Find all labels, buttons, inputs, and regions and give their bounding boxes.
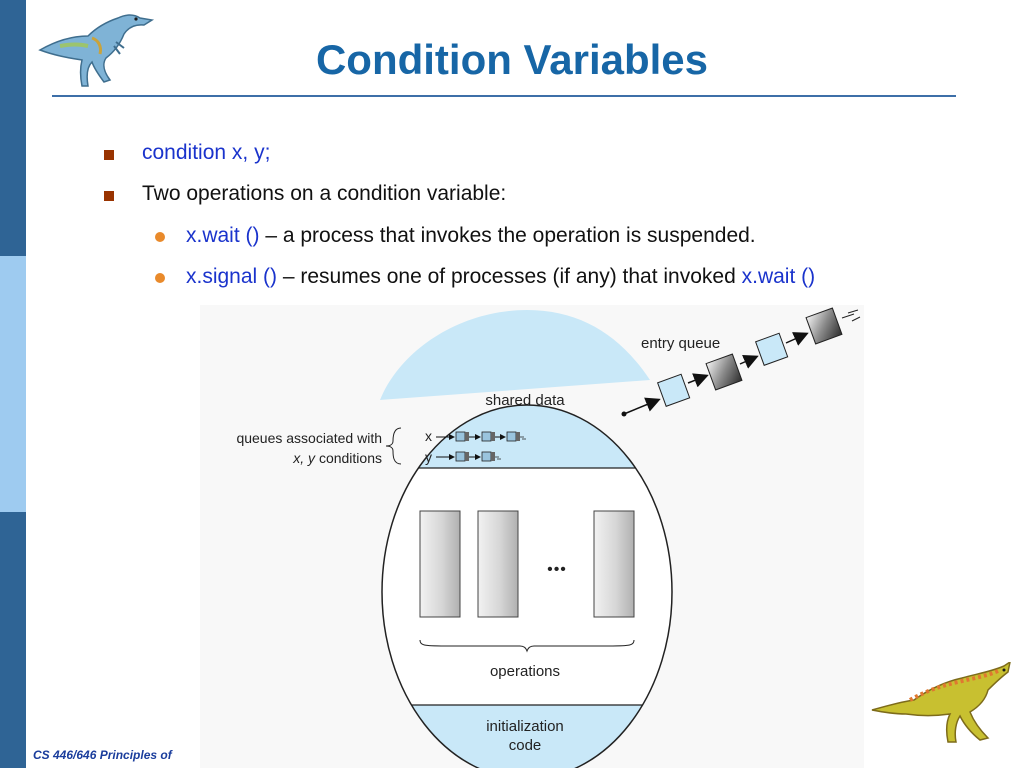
condition-queue-y: y bbox=[425, 449, 501, 465]
sub-bullet-wait: x.wait () – a process that invokes the o… bbox=[155, 224, 756, 248]
entry-queue-item bbox=[656, 373, 691, 407]
square-bullet-icon bbox=[104, 150, 114, 160]
footer-course-title: CS 446/646 Principles of bbox=[33, 748, 172, 762]
sub-bullet-signal: x.signal () – resumes one of processes (… bbox=[155, 265, 816, 289]
condition-queue-x: x bbox=[425, 428, 526, 444]
bullet-two-operations: Two operations on a condition variable: bbox=[104, 182, 507, 206]
operations-brace bbox=[419, 639, 635, 653]
sub-bullet-code-trailing: x.wait () bbox=[741, 265, 816, 288]
sub-bullet-text: – a process that invokes the operation i… bbox=[259, 224, 756, 247]
entry-queue bbox=[621, 307, 861, 417]
operation-box bbox=[477, 510, 519, 618]
bullet-code: condition x, y; bbox=[142, 141, 271, 164]
shared-data-label: shared data bbox=[485, 392, 565, 409]
y-queue-label: y bbox=[425, 449, 432, 465]
sidebar-segment-top bbox=[0, 0, 26, 256]
operation-box bbox=[593, 510, 635, 618]
operation-box bbox=[419, 510, 461, 618]
entry-queue-item bbox=[754, 332, 789, 366]
operations-ellipsis: ••• bbox=[547, 561, 567, 578]
entry-queue-item bbox=[705, 353, 743, 391]
queues-label-line2: x, y conditions bbox=[292, 450, 382, 466]
sidebar-segment-bottom bbox=[0, 512, 26, 768]
initialization-label-line1: initialization bbox=[486, 718, 564, 735]
entry-queue-item bbox=[805, 307, 843, 345]
dinosaur-top-left-icon bbox=[38, 14, 155, 87]
round-bullet-icon bbox=[155, 273, 165, 283]
sub-bullet-code: x.signal () bbox=[186, 265, 278, 288]
initialization-label-line2: code bbox=[509, 737, 542, 754]
bullet-text: Two operations on a condition variable: bbox=[142, 182, 507, 205]
round-bullet-icon bbox=[155, 232, 165, 242]
entry-queue-label: entry queue bbox=[641, 335, 720, 352]
sidebar-segment-middle bbox=[0, 256, 26, 512]
x-queue-label: x bbox=[425, 428, 432, 444]
page-title: Condition Variables bbox=[315, 36, 709, 83]
sub-bullet-code: x.wait () bbox=[186, 224, 260, 247]
bullet-condition-declaration: condition x, y; bbox=[104, 141, 271, 165]
left-sidebar bbox=[0, 0, 26, 768]
square-bullet-icon bbox=[104, 191, 114, 201]
queues-brace bbox=[385, 427, 402, 465]
title-underline bbox=[52, 95, 956, 97]
sub-bullet-text: – resumes one of processes (if any) that… bbox=[277, 265, 742, 288]
queues-label-line1: queues associated with bbox=[236, 430, 382, 446]
dinosaur-bottom-right-icon bbox=[871, 662, 1011, 743]
operations-label: operations bbox=[490, 663, 560, 680]
monitor-diagram: shared data x y queues associated with x… bbox=[200, 305, 864, 768]
